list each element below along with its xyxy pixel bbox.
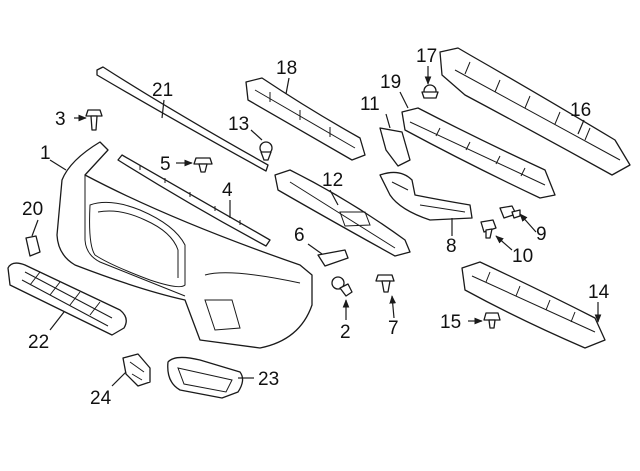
part-5-screw [193,157,213,173]
part-1-bumper-cover [56,141,313,349]
callout-15: 15 [440,312,461,333]
callout-labels: 1 2 3 4 5 6 7 8 9 10 11 12 13 14 15 16 1… [22,46,610,409]
part-3-screw [85,109,103,131]
part-9-screw [499,205,521,219]
part-6-small-bracket [317,249,349,267]
part-22-lower-grille [7,262,127,336]
part-13-clip [259,141,273,161]
part-18-upper-bracket [245,77,366,161]
callout-5: 5 [160,154,171,175]
part-12-center-bracket [274,169,411,257]
callout-11: 11 [360,94,380,115]
callout-17: 17 [416,46,437,67]
callout-3: 3 [55,109,66,130]
leader-lines [31,66,602,387]
part-17-bolt [421,84,439,99]
callout-22: 22 [28,332,49,353]
part-16-reinforcement-beam [439,47,631,176]
part-10-screw [480,219,497,239]
callout-6: 6 [294,225,305,246]
callout-10: 10 [512,246,533,267]
part-8-side-bracket [379,171,473,221]
part-19-absorber [401,107,556,199]
callout-2: 2 [340,322,351,343]
part-23-fog-lamp-cover [167,356,244,399]
callout-7: 7 [388,318,399,339]
part-14-lower-absorber [461,261,606,349]
part-15-clip [483,312,501,329]
callout-12: 12 [322,170,343,191]
part-20-plug [25,235,41,257]
callout-21: 21 [152,80,173,101]
callout-20: 20 [22,199,43,220]
callout-14: 14 [588,282,610,303]
callout-8: 8 [446,236,457,257]
part-11-small-bracket [379,127,411,167]
callout-13: 13 [228,114,249,135]
callout-4: 4 [222,180,233,201]
callout-18: 18 [276,58,297,79]
callout-23: 23 [258,369,279,390]
callout-1: 1 [40,143,51,164]
callout-19: 19 [380,72,401,93]
part-24-bracket [122,353,151,387]
callout-9: 9 [536,224,547,245]
part-21-upper-trim-strip [96,66,269,172]
part-4-cover-strip [117,154,271,247]
callout-24: 24 [90,388,112,409]
part-7-screw [375,274,395,293]
part-2-screw [331,276,353,297]
callout-16: 16 [570,100,591,121]
